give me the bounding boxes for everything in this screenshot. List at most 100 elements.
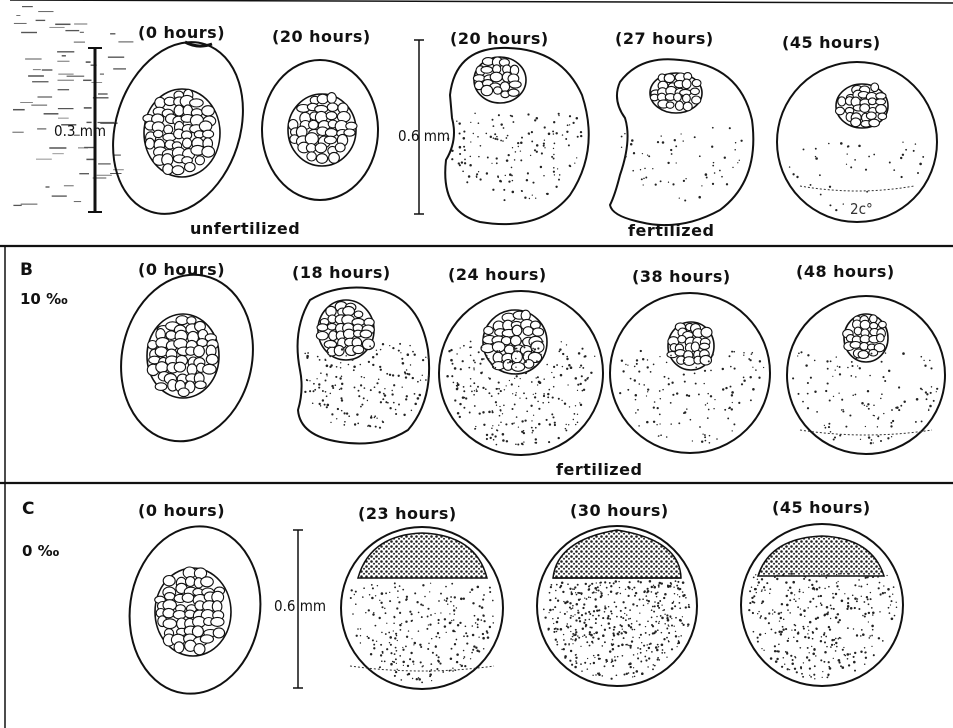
yolk-stipple	[878, 587, 880, 589]
yolk-stipple	[816, 628, 818, 630]
yolk-stipple	[618, 631, 620, 633]
yolk-stipple	[882, 592, 884, 594]
yolk-stipple	[785, 581, 787, 583]
yolk-stipple	[355, 591, 357, 593]
yolk-stipple	[779, 620, 780, 621]
yolk-stipple	[477, 626, 479, 628]
yolk-stipple	[483, 594, 485, 596]
yolk-stipple	[659, 390, 661, 392]
yolk-stipple	[470, 141, 471, 142]
yolk-stipple	[748, 358, 750, 360]
yolk-stipple	[577, 390, 578, 391]
yolk-stipple	[719, 170, 721, 172]
yolk-stipple	[856, 600, 858, 602]
yolk-stipple	[383, 393, 385, 395]
yolk-stipple	[619, 392, 621, 394]
yolk-stipple	[646, 650, 647, 651]
yolk-stipple	[372, 639, 374, 641]
yolk-stipple	[399, 655, 401, 657]
yolk-stipple	[835, 638, 837, 640]
yolk-stipple	[462, 360, 464, 362]
yolk-stipple	[463, 650, 465, 652]
yolk-stipple	[600, 596, 602, 598]
yolk-cell	[850, 342, 861, 349]
yolk-stipple	[344, 412, 346, 414]
scale-label-c-06mm: 0.6 mm	[274, 597, 326, 615]
yolk-stipple	[774, 576, 776, 578]
yolk-stipple	[611, 644, 613, 646]
yolk-stipple	[493, 137, 495, 139]
yolk-stipple	[437, 632, 439, 634]
yolk-stipple	[826, 613, 829, 616]
yolk-stipple	[666, 614, 668, 616]
yolk-stipple	[792, 659, 794, 661]
yolk-stipple	[890, 604, 891, 605]
yolk-stipple	[847, 658, 849, 660]
yolk-stipple	[651, 651, 653, 653]
yolk-stipple	[764, 589, 766, 591]
yolk-stipple	[657, 602, 659, 604]
yolk-stipple	[639, 624, 641, 626]
yolk-stipple	[468, 367, 470, 369]
yolk-stipple	[604, 611, 606, 613]
yolk-stipple	[595, 674, 596, 675]
yolk-cell	[211, 617, 224, 626]
yolk-stipple	[578, 617, 580, 619]
yolk-stipple	[751, 597, 753, 599]
yolk-stipple	[847, 153, 848, 154]
yolk-stipple	[481, 606, 484, 609]
yolk-stipple	[798, 393, 800, 395]
yolk-stipple	[565, 429, 567, 431]
yolk-cell	[194, 644, 205, 655]
yolk-stipple	[625, 156, 627, 158]
yolk-stipple	[820, 194, 822, 196]
yolk-cell	[195, 381, 206, 389]
yolk-stipple	[575, 629, 577, 631]
yolk-stipple	[470, 341, 472, 343]
yolk-stipple	[670, 583, 672, 585]
yolk-cell	[306, 144, 316, 153]
yolk-stipple	[793, 637, 795, 639]
yolk-stipple	[645, 595, 647, 597]
yolk-stipple	[637, 409, 639, 411]
yolk-stipple	[486, 630, 488, 632]
yolk-stipple	[902, 142, 903, 143]
yolk-stipple	[755, 369, 757, 371]
yolk-stipple	[449, 670, 451, 672]
yolk-stipple	[536, 360, 538, 362]
yolk-stipple	[486, 172, 488, 174]
yolk-stipple	[518, 386, 519, 387]
yolk-stipple	[807, 607, 808, 608]
yolk-stipple	[707, 403, 708, 404]
yolk-stipple	[394, 653, 396, 655]
yolk-cell	[155, 347, 167, 357]
yolk-stipple	[872, 629, 874, 631]
yolk-stipple	[822, 677, 823, 678]
yolk-stipple	[881, 393, 883, 395]
yolk-stipple	[694, 373, 696, 375]
yolk-stipple	[889, 162, 891, 164]
yolk-stipple	[609, 650, 611, 652]
yolk-stipple	[478, 122, 480, 124]
yolk-stipple	[880, 593, 882, 595]
yolk-stipple	[678, 602, 680, 604]
yolk-stipple	[379, 600, 380, 601]
yolk-stipple	[478, 171, 479, 172]
yolk-stipple	[476, 389, 477, 390]
yolk-stipple	[422, 604, 424, 606]
yolk-stipple	[705, 173, 708, 176]
yolk-stipple	[808, 587, 809, 588]
yolk-stipple	[482, 387, 484, 389]
yolk-stipple	[574, 413, 576, 415]
yolk-stipple	[544, 147, 545, 148]
yolk-stipple	[576, 594, 578, 596]
yolk-stipple	[327, 352, 329, 354]
yolk-stipple	[581, 348, 583, 350]
yolk-stipple	[921, 389, 923, 391]
yolk-stipple	[888, 607, 890, 609]
yolk-stipple	[438, 661, 440, 663]
yolk-stipple	[816, 588, 819, 591]
yolk-stipple	[557, 617, 559, 619]
yolk-stipple	[790, 592, 793, 595]
yolk-stipple	[496, 157, 498, 159]
